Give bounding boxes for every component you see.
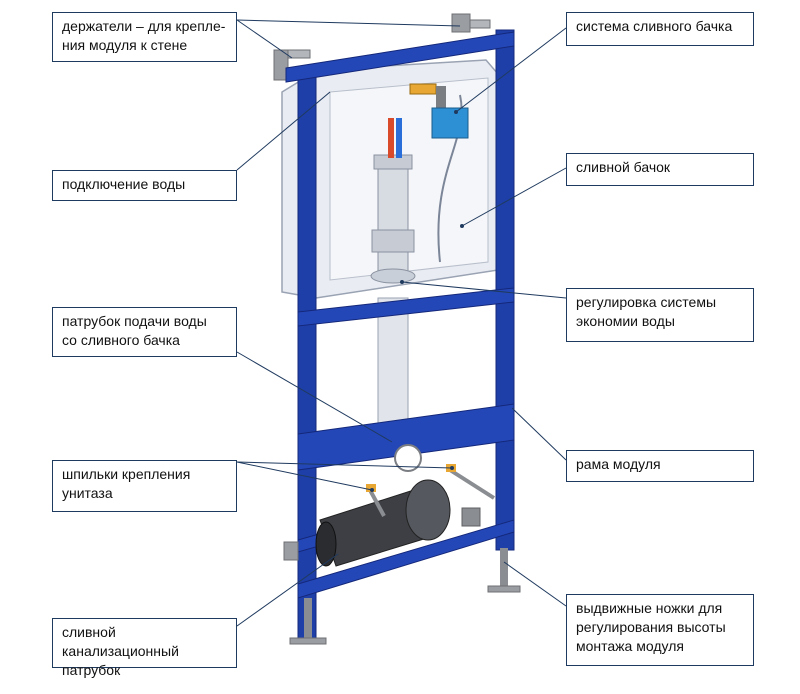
flush-pipe	[370, 118, 416, 284]
callout-flush-system: система сливного бачка	[566, 12, 754, 46]
module-frame	[285, 29, 515, 643]
wall-bracket-right	[451, 13, 491, 33]
callout-water-connection: подключение воды	[52, 170, 237, 201]
callout-cistern: сливной бачок	[566, 153, 754, 186]
sewer-pipe	[315, 479, 451, 567]
leader-lines	[236, 19, 567, 627]
callout-water-economy-adjust: регулировка системы экономии воды	[566, 288, 754, 342]
callout-module-frame: рама модуля	[566, 450, 754, 482]
adjustable-legs	[283, 541, 521, 645]
supply-pipe	[377, 297, 409, 427]
leader-endpoints	[370, 110, 464, 492]
callout-sewer-pipe: сливной канализационный патрубок	[52, 618, 237, 678]
callout-toilet-studs: шпильки крепления унитаза	[52, 460, 237, 512]
callout-wall-holders: держатели – для крепле- ния модуля к сте…	[52, 12, 237, 62]
callout-adjustable-legs: выдвижные ножки для регулирования высоты…	[566, 594, 754, 666]
callout-supply-pipe: патрубок подачи воды со сливного бачка	[52, 307, 237, 357]
fill-valve	[409, 83, 469, 139]
